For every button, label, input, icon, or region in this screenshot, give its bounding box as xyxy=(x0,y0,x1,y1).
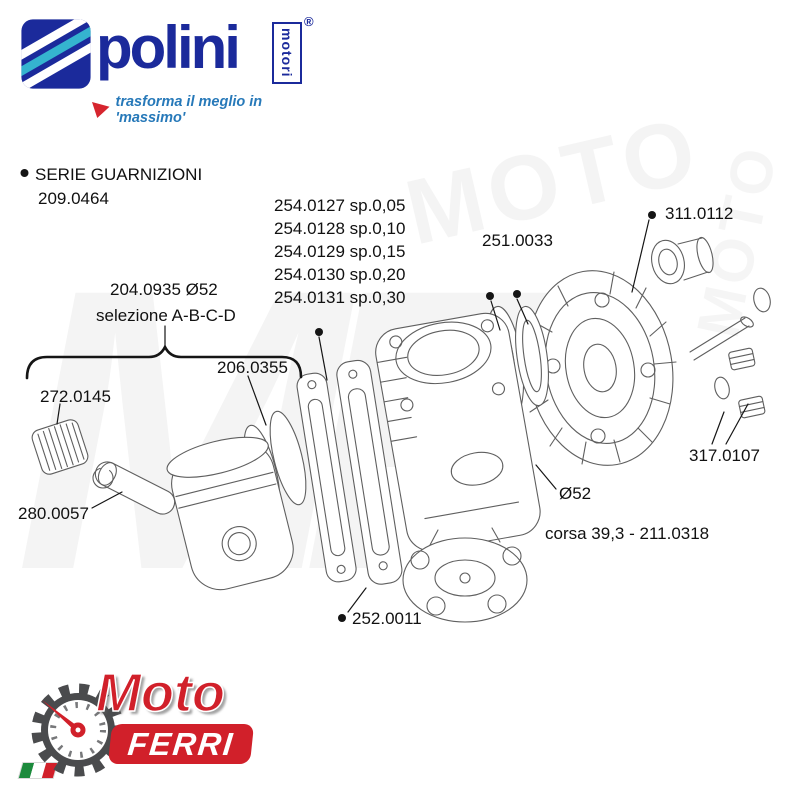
polini-logo: polini motori ® trasforma il meglio in '… xyxy=(20,14,330,126)
gear-speedometer-icon xyxy=(31,683,125,777)
base-flange-drawing xyxy=(402,527,528,623)
motoferri-moto-text: Moto xyxy=(95,663,225,723)
polini-wordmark: polini xyxy=(96,14,241,81)
cylinder-drawing xyxy=(375,312,541,552)
registered-trademark: ® xyxy=(304,14,314,29)
part-label-206-0355: 206.0355 xyxy=(217,358,288,377)
part-label-corsa: corsa 39,3 - 211.0318 xyxy=(545,524,710,543)
motoferri-logo: Moto FERRI xyxy=(16,658,286,798)
part-label-311-0112: 311.0112 xyxy=(665,204,734,223)
leader-dots xyxy=(20,169,656,622)
cylinder-head-drawing xyxy=(525,270,677,466)
polini-emblem-icon xyxy=(21,19,91,89)
part-label-254-0129: 254.0129 sp.0,15 xyxy=(274,242,406,261)
part-label-serie-guarnizioni: SERIE GUARNIZIONI xyxy=(35,165,203,184)
leader-lines xyxy=(25,219,749,613)
part-label-272-0145: 272.0145 xyxy=(40,387,111,406)
part-label-bore-diameter: Ø52 xyxy=(559,484,592,503)
motoferri-ferri-badge: FERRI xyxy=(107,724,255,764)
red-flash-icon xyxy=(92,102,110,118)
part-label-254-0128: 254.0128 sp.0,10 xyxy=(274,219,406,238)
polini-tagline: trasforma il meglio in 'massimo' xyxy=(115,94,263,126)
studs-nuts-drawing xyxy=(689,287,771,419)
part-label-252-0011: 252.0011 xyxy=(352,609,422,628)
part-label-204-0935: 204.0935 Ø52 xyxy=(110,280,218,299)
part-label-254-0127: 254.0127 sp.0,05 xyxy=(274,196,406,215)
head-insert-drawing xyxy=(651,236,714,285)
piston-drawing xyxy=(166,436,294,591)
gasket-plates-drawing xyxy=(296,359,403,585)
selection-brace xyxy=(25,344,303,380)
part-label-280-0057: 280.0057 xyxy=(18,504,89,523)
polini-tagline-row: trasforma il meglio in 'massimo' xyxy=(92,94,330,126)
part-label-254-0130: 254.0130 sp.0,20 xyxy=(274,265,406,284)
polini-motori-label: motori xyxy=(279,28,295,78)
part-label-251-0033: 251.0033 xyxy=(482,231,553,250)
wrist-pin-drawing xyxy=(94,461,176,515)
polini-motori-box: motori xyxy=(272,22,302,84)
part-label-254-0131: 254.0131 sp.0,30 xyxy=(274,288,406,307)
circlip-drawing xyxy=(92,467,114,489)
part-label-209-0464: 209.0464 xyxy=(38,189,109,208)
needle-bearing-drawing xyxy=(31,419,89,475)
motoferri-ferri-text: FERRI xyxy=(126,726,236,762)
part-label-selezione: selezione A-B-C-D xyxy=(96,306,236,325)
part-label-317-0107: 317.0107 xyxy=(689,446,760,465)
